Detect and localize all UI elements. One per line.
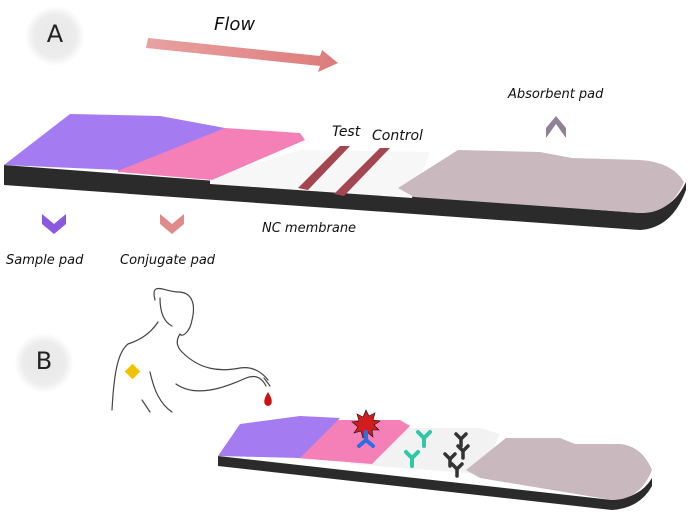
backing-strip	[4, 165, 686, 230]
panel-a-badge	[25, 6, 85, 66]
blood-drop-icon	[264, 392, 272, 406]
panel-a-letter: A	[46, 20, 64, 48]
conjugate-pad	[118, 128, 305, 180]
nc-membrane-label: NC membrane	[262, 221, 357, 236]
flow-label: Flow	[214, 14, 256, 35]
sample-pad	[4, 114, 225, 170]
flow-arrow	[146, 38, 338, 72]
conjugate-pad-label: Conjugate pad	[120, 253, 216, 268]
test-line	[298, 146, 350, 190]
strip-b-absorbent-pad	[466, 438, 652, 500]
control-label: Control	[372, 128, 423, 144]
strip-b-backing	[218, 456, 652, 510]
test-line-antibody-icon	[404, 430, 432, 468]
sample-site-marker	[124, 363, 141, 380]
absorbent-pad-chevron	[546, 116, 566, 138]
test-label: Test	[332, 124, 361, 140]
capture-antibody-icon	[357, 430, 375, 448]
panel-b-badge	[14, 333, 74, 393]
absorbent-pad-label: Absorbent pad	[508, 87, 604, 102]
strip-b-sample-pad	[218, 416, 340, 458]
sample-pad-chevron	[42, 214, 66, 234]
control-line-antibody-icon	[443, 432, 470, 478]
conjugate-pad-chevron	[160, 214, 184, 234]
control-line	[334, 148, 390, 196]
person-illustration	[111, 287, 271, 413]
panel-b-letter: B	[35, 347, 53, 375]
sample-pad-label: Sample pad	[6, 253, 84, 268]
absorbent-pad	[398, 150, 684, 214]
